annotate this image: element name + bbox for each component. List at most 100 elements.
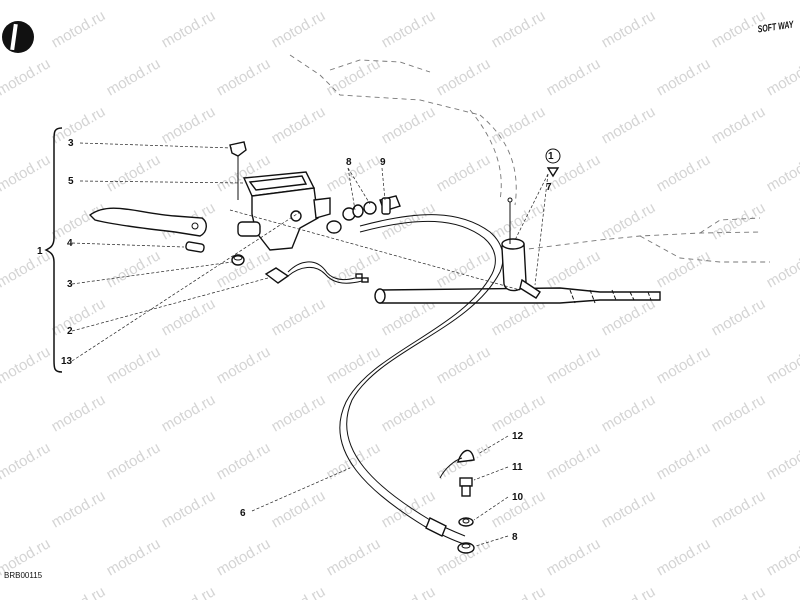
watermark-text: motod.ru: [709, 391, 769, 435]
frame-ghost-outline: [289, 54, 770, 263]
watermark-text: motod.ru: [434, 0, 494, 3]
watermark-text: motod.ru: [764, 151, 800, 195]
callout-1: 1: [37, 246, 43, 257]
watermark-text: motod.ru: [544, 535, 604, 579]
callout-1-marker: 1: [548, 151, 554, 162]
watermark-text: motod.ru: [599, 391, 659, 435]
watermark-text: motod.ru: [544, 55, 604, 99]
watermark-text: motod.ru: [764, 439, 800, 483]
watermark-text: motod.ru: [324, 247, 384, 291]
callout-2: 2: [67, 326, 73, 337]
leader-lines: [71, 142, 549, 547]
watermark-text: motod.ru: [489, 583, 549, 600]
watermark-text: motod.ru: [544, 247, 604, 291]
watermark-text: motod.ru: [489, 391, 549, 435]
watermark-text: motod.ru: [544, 0, 604, 3]
callout-10: 10: [512, 492, 524, 503]
watermark-text: motod.ru: [104, 247, 164, 291]
watermark-text: motod.ru: [764, 343, 800, 387]
watermark-text: motod.ru: [709, 487, 769, 531]
watermark-text: motod.ru: [324, 0, 384, 3]
watermark-text: motod.ru: [159, 7, 219, 51]
watermark-text: motod.ru: [159, 103, 219, 147]
reservoir-cap-screw: [229, 141, 247, 200]
watermark-text: motod.ru: [489, 7, 549, 51]
dust-cap-lower: [231, 254, 245, 266]
watermark-text: motod.ru: [159, 391, 219, 435]
callout-3: 3: [68, 138, 74, 149]
watermark-text: motod.ru: [269, 295, 329, 339]
watermark-text: motod.ru: [764, 535, 800, 579]
watermark-text: motod.ru: [214, 535, 274, 579]
watermark-text: motod.ru: [104, 55, 164, 99]
watermark-text: motod.ru: [654, 55, 714, 99]
clutch-hose: [339, 214, 504, 545]
watermark-text: motod.ru: [49, 103, 109, 147]
callout-5: 5: [68, 176, 74, 187]
watermark-text: motod.ru: [599, 295, 659, 339]
watermark-text: motod.ru: [709, 295, 769, 339]
watermark-text: motod.ru: [104, 151, 164, 195]
watermark-text: motod.ru: [324, 151, 384, 195]
callout-12: 12: [512, 431, 524, 442]
watermark-text: motod.ru: [654, 151, 714, 195]
callout-13: 13: [61, 356, 73, 367]
watermark-text: motod.ru: [654, 535, 714, 579]
pin-part: [185, 241, 205, 253]
watermark-text: motod.ru: [599, 583, 659, 600]
watermark-text: motod.ru: [379, 7, 439, 51]
handlebar-tube: [374, 287, 661, 304]
watermark-text: motod.ru: [214, 439, 274, 483]
watermark-text: motod.ru: [104, 343, 164, 387]
watermark-text: motod.ru: [159, 583, 219, 600]
publisher-logo-icon: [2, 21, 34, 53]
watermark-text: motod.ru: [764, 0, 800, 3]
watermark-text: motod.ru: [104, 439, 164, 483]
watermark-text: motod.ru: [49, 391, 109, 435]
watermark-text: motod.ru: [599, 7, 659, 51]
watermark-text: motod.ru: [434, 151, 494, 195]
watermark-text: motod.ru: [379, 583, 439, 600]
watermark-text: motod.ru: [764, 247, 800, 291]
watermark-text: motod.ru: [654, 439, 714, 483]
watermark-text: motod.ru: [214, 0, 274, 3]
watermark-text: motod.ru: [269, 7, 329, 51]
callout-3: 3: [67, 279, 73, 290]
watermark-text: motod.ru: [269, 103, 329, 147]
brand-logo: SOFT WAY: [757, 19, 795, 35]
watermark-text: motod.ru: [0, 439, 53, 483]
watermark-text: motod.ru: [434, 247, 494, 291]
clutch-master-cylinder: [237, 171, 331, 251]
watermark-text: motod.ru: [434, 55, 494, 99]
watermark-text: motod.ru: [434, 535, 494, 579]
watermark-text: motod.ru: [654, 343, 714, 387]
hose-fittings: [326, 195, 401, 234]
watermark-text: motod.ru: [654, 247, 714, 291]
watermark-text: motod.ru: [104, 535, 164, 579]
watermark-text: motod.ru: [0, 151, 53, 195]
watermark-text: motod.ru: [0, 343, 53, 387]
watermark-text: motod.ru: [324, 535, 384, 579]
watermark-text: motod.ru: [49, 583, 109, 600]
watermark-text: motod.ru: [654, 0, 714, 3]
watermark-text: motod.ru: [49, 7, 109, 51]
watermark-text: motod.ru: [544, 439, 604, 483]
hose-clamp-bracket: [501, 197, 541, 299]
watermark-text: motod.ru: [379, 391, 439, 435]
note-marker-icon: [545, 148, 561, 178]
watermark-text: motod.ru: [599, 103, 659, 147]
watermark-text: motod.ru: [49, 295, 109, 339]
watermark-text: motod.ru: [0, 55, 53, 99]
bleed-valve-group: [439, 449, 475, 554]
callout-8: 8: [346, 157, 352, 168]
watermark-text: motod.ru: [269, 487, 329, 531]
watermark-text: motod.ru: [0, 0, 53, 3]
callout-9: 9: [380, 157, 386, 168]
watermark-text: motod.ru: [489, 103, 549, 147]
watermark-text: motod.ru: [214, 55, 274, 99]
clutch-switch: [264, 261, 369, 284]
callout-6: 6: [240, 508, 246, 519]
watermark-text: motod.ru: [709, 103, 769, 147]
watermark-text: motod.ru: [489, 199, 549, 243]
watermark-text: motod.ru: [269, 583, 329, 600]
